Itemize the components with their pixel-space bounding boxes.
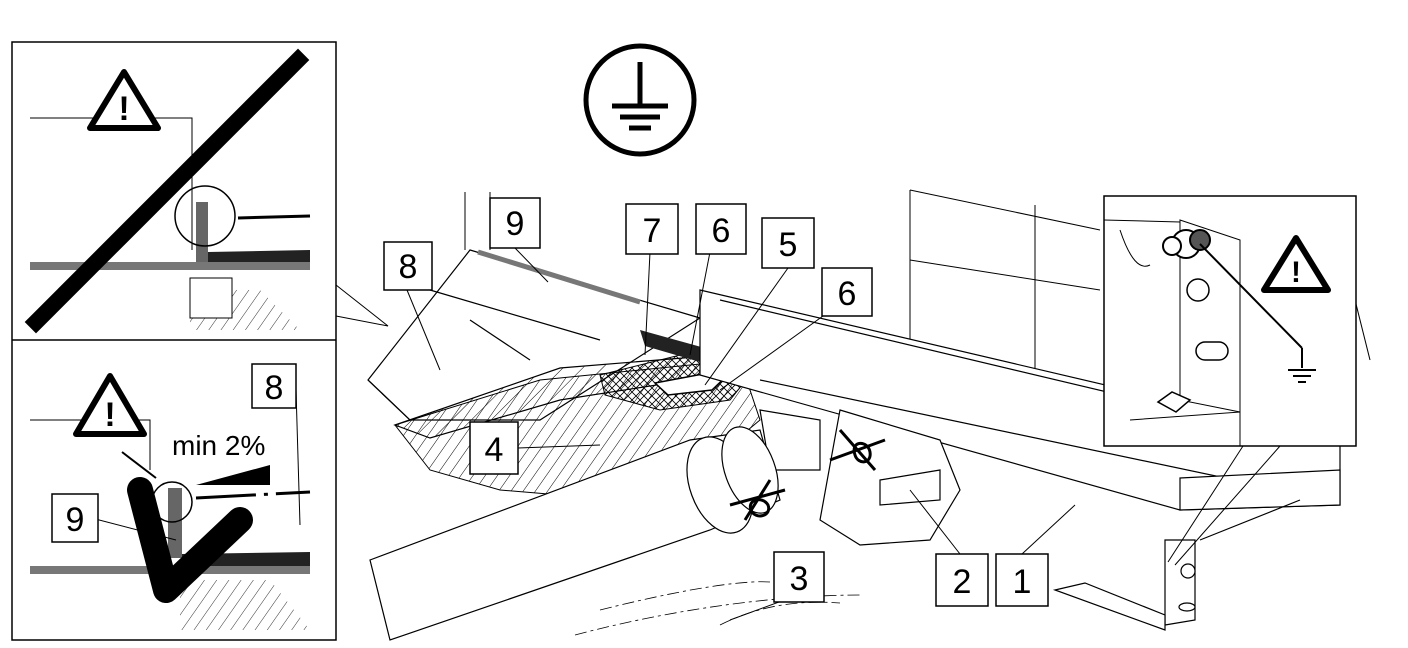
check-mark-icon: [127, 477, 253, 603]
callout-3: 3: [773, 551, 825, 603]
svg-text:!: !: [118, 90, 129, 128]
callout-1: 1: [995, 553, 1049, 607]
callout-8-inset: 8: [251, 363, 297, 409]
warning-triangle-icon: !: [87, 69, 161, 131]
nut-icon: [1186, 278, 1210, 302]
svg-text:!: !: [104, 396, 115, 434]
callout-6-upper: 6: [695, 203, 747, 255]
svg-text:9: 9: [66, 501, 85, 539]
svg-text:8: 8: [265, 369, 284, 407]
svg-text:!: !: [1291, 256, 1301, 289]
callout-6-lower: 6: [821, 267, 873, 317]
bolt-icon: [1162, 229, 1211, 259]
svg-text:6: 6: [712, 212, 731, 250]
main-scene: [367, 189, 1371, 641]
incorrect-installation: !: [24, 48, 311, 334]
ground-symbol-small-icon: [1288, 348, 1316, 383]
sealing-strip: [477, 249, 641, 305]
svg-text:6: 6: [838, 275, 857, 313]
leader-lines: [406, 247, 1076, 621]
drain-pipe: [369, 426, 781, 641]
svg-text:8: 8: [399, 248, 418, 286]
svg-text:7: 7: [643, 212, 662, 250]
detail-circle-top: [174, 185, 236, 247]
svg-text:2: 2: [953, 563, 972, 601]
cross-out-mark: [24, 48, 310, 334]
svg-text:3: 3: [790, 560, 809, 598]
ground-symbol-icon: [583, 43, 697, 157]
svg-text:9: 9: [506, 205, 525, 243]
callout-8-main: 8: [383, 241, 433, 291]
correct-installation: ! min 2% 8 9: [30, 363, 311, 630]
ground-wire: [1199, 243, 1303, 349]
callout-7: 7: [625, 203, 679, 255]
warning-triangle-icon: !: [1261, 235, 1331, 293]
slope-label: min 2%: [172, 430, 265, 461]
inset-pointer: [335, 284, 389, 327]
no-lift-mark: [829, 429, 886, 471]
grounding-detail-inset: !: [1103, 195, 1357, 566]
svg-text:5: 5: [779, 226, 798, 264]
callout-4: 4: [469, 421, 519, 475]
installation-inset: ! ! min 2% 8: [11, 41, 337, 641]
callout-2: 2: [935, 553, 989, 607]
no-lift-mark: [729, 479, 786, 521]
grounding-pointer: [1167, 445, 1244, 563]
callout-9-inset: 9: [51, 493, 99, 543]
mounting-bracket: [1052, 499, 1301, 631]
svg-text:4: 4: [485, 431, 504, 469]
callout-9-main: 9: [489, 197, 541, 249]
warning-triangle-icon: !: [73, 373, 147, 437]
ground-sketch: [574, 581, 861, 636]
callout-5: 5: [761, 217, 815, 269]
slope-wedge-icon: [196, 465, 270, 485]
svg-text:1: 1: [1013, 563, 1032, 601]
